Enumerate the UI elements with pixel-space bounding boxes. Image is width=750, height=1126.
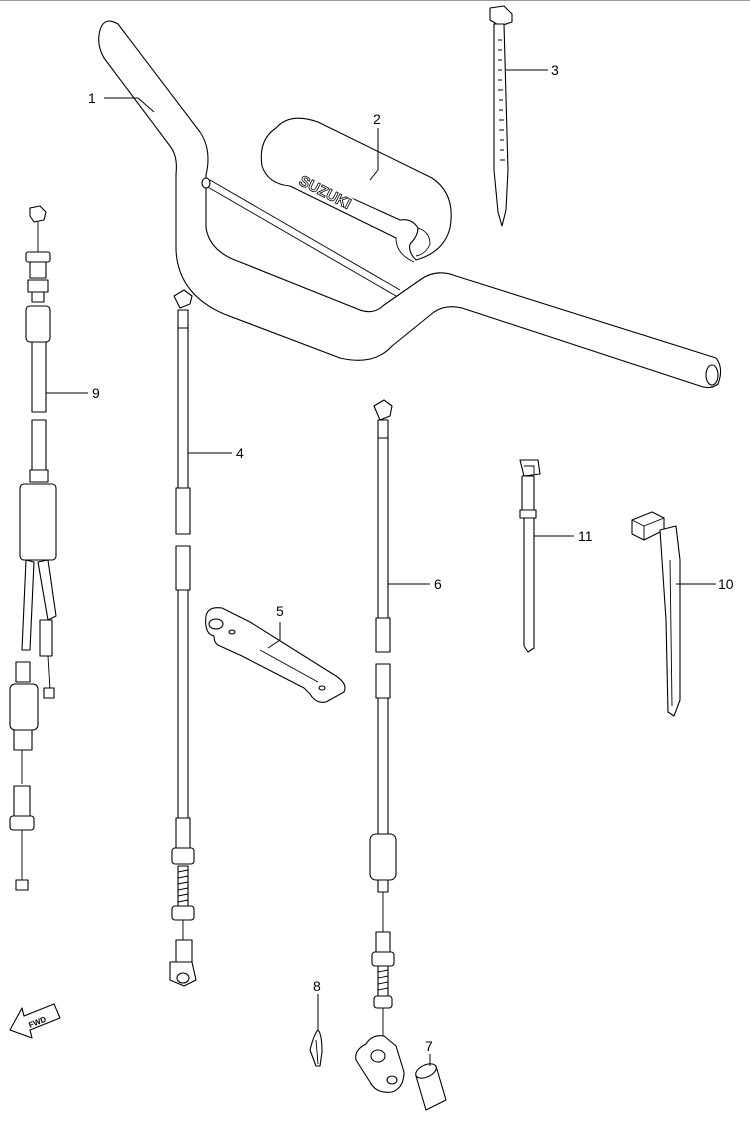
part-11-strap[interactable] bbox=[519, 459, 541, 653]
callout-4: 4 bbox=[236, 445, 244, 461]
part-5-bracket[interactable] bbox=[205, 607, 346, 703]
part-2-handlebar-pad[interactable]: SUZUKI bbox=[260, 117, 452, 263]
part-3-tie[interactable] bbox=[489, 5, 513, 227]
part-10-band[interactable] bbox=[631, 511, 681, 717]
leader-5 bbox=[267, 622, 281, 649]
part-1-handlebar[interactable] bbox=[98, 20, 722, 389]
top-border bbox=[0, 0, 750, 1]
leader-1 bbox=[104, 97, 155, 113]
callout-1: 1 bbox=[88, 90, 96, 106]
callout-10: 10 bbox=[718, 576, 734, 592]
part-9-cable[interactable] bbox=[9, 205, 57, 891]
part-4-cable[interactable] bbox=[169, 289, 197, 987]
callout-8: 8 bbox=[313, 978, 321, 994]
part-8-cotter-pin[interactable] bbox=[309, 1029, 323, 1067]
callout-9: 9 bbox=[92, 385, 100, 401]
callout-6: 6 bbox=[434, 576, 442, 592]
callout-7: 7 bbox=[425, 1038, 433, 1054]
fwd-arrow: FWD bbox=[9, 1003, 61, 1039]
part-7-pin[interactable] bbox=[413, 1061, 447, 1111]
leader-2 bbox=[369, 128, 379, 181]
callout-2: 2 bbox=[373, 111, 381, 127]
callout-11: 11 bbox=[578, 528, 593, 544]
callout-3: 3 bbox=[551, 62, 559, 78]
callout-5: 5 bbox=[276, 603, 284, 619]
part-6-cable[interactable] bbox=[355, 399, 405, 1093]
